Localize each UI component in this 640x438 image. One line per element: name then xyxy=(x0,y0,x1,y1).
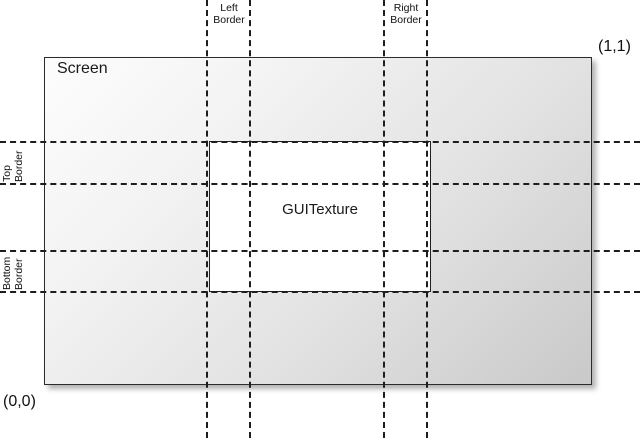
top-border-annotation: Top Border xyxy=(1,150,25,182)
guitexture-rectangle xyxy=(209,141,431,292)
guitexture-label: GUITexture xyxy=(282,201,358,218)
guide-line-horizontal-top-inner xyxy=(0,183,640,185)
guide-line-vertical-left-outer xyxy=(206,0,208,438)
guide-line-vertical-left-inner xyxy=(249,0,251,438)
left-border-annotation: Left Border xyxy=(208,2,250,26)
bottom-border-line2: Border xyxy=(13,258,25,290)
top-border-line1: Top xyxy=(1,165,13,182)
guide-line-horizontal-top-outer xyxy=(0,141,640,143)
guide-line-vertical-right-outer xyxy=(426,0,428,438)
right-border-line1: Right xyxy=(393,2,419,14)
left-border-line2: Border xyxy=(213,14,245,26)
right-border-annotation: Right Border xyxy=(385,2,427,26)
coordinate-top-right: (1,1) xyxy=(598,38,631,55)
left-border-line1: Left xyxy=(220,2,238,14)
bottom-border-line1: Bottom xyxy=(1,256,13,290)
coordinate-bottom-left: (0,0) xyxy=(3,393,36,410)
bottom-border-annotation: Bottom Border xyxy=(1,257,25,290)
guide-line-horizontal-bottom-inner xyxy=(0,250,640,252)
screen-label: Screen xyxy=(57,60,108,77)
guide-line-vertical-right-inner xyxy=(383,0,385,438)
top-border-line2: Border xyxy=(13,150,25,182)
guide-line-horizontal-bottom-outer xyxy=(0,291,640,293)
right-border-line2: Border xyxy=(390,14,422,26)
